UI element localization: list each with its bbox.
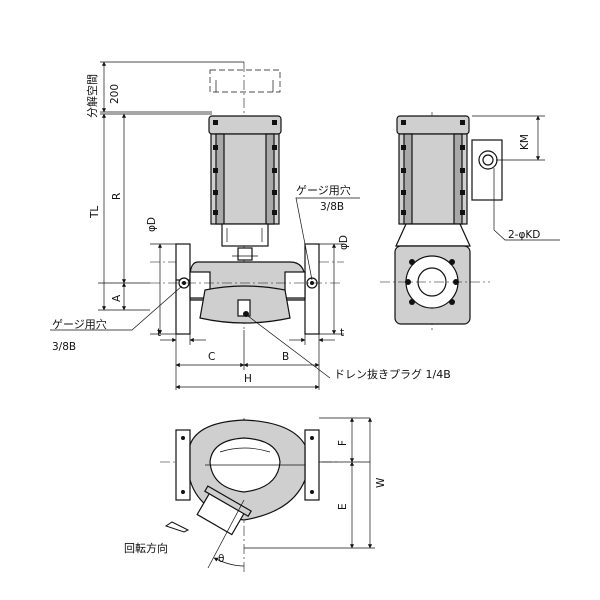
labels: 分解空間 200 TL R A φD φD KM 2-φKD ゲージ用穴 3/8… <box>52 74 540 565</box>
front-view <box>150 62 344 335</box>
theta-label: θ <box>218 553 224 565</box>
tl-label: TL <box>89 206 101 219</box>
gauge-hole-top-size: 3/8B <box>320 201 344 213</box>
phi-d-left-label: φD <box>146 217 158 232</box>
flange-bolts-icon <box>405 259 459 305</box>
f-label: F <box>337 440 349 446</box>
drain-plug-label: ドレン抜きプラグ 1/4B <box>334 367 451 381</box>
top-view <box>160 417 375 575</box>
h-label: H <box>244 373 252 385</box>
horizontal-dimensions <box>160 320 335 390</box>
b-label: B <box>282 351 289 363</box>
disassembly-space-label: 分解空間 <box>85 74 99 118</box>
leader-lines <box>50 197 360 379</box>
gauge-hole-left-label: ゲージ用穴 <box>52 317 107 331</box>
side-motor-bolts-icon <box>401 120 465 215</box>
a-label: A <box>111 294 123 302</box>
side-view <box>380 112 560 330</box>
c-label: C <box>208 351 215 363</box>
r-label: R <box>111 193 123 200</box>
gauge-hole-top-label: ゲージ用穴 <box>296 183 351 197</box>
vertical-dimensions <box>98 61 244 311</box>
kd-label: 2-φKD <box>508 229 540 241</box>
dim-200-label: 200 <box>109 84 121 104</box>
gauge-hole-left-size: 3/8B <box>52 341 76 353</box>
w-label: W <box>375 477 387 488</box>
arrow-icon <box>164 521 190 533</box>
e-label: E <box>337 503 349 510</box>
t-right-label: t <box>340 327 344 339</box>
t-left-label: t <box>157 327 161 339</box>
km-label: KM <box>519 134 531 150</box>
phi-d-right-label: φD <box>338 235 350 250</box>
rotation-label: 回転方向 <box>124 541 168 555</box>
motor-bolts-icon <box>213 120 277 215</box>
